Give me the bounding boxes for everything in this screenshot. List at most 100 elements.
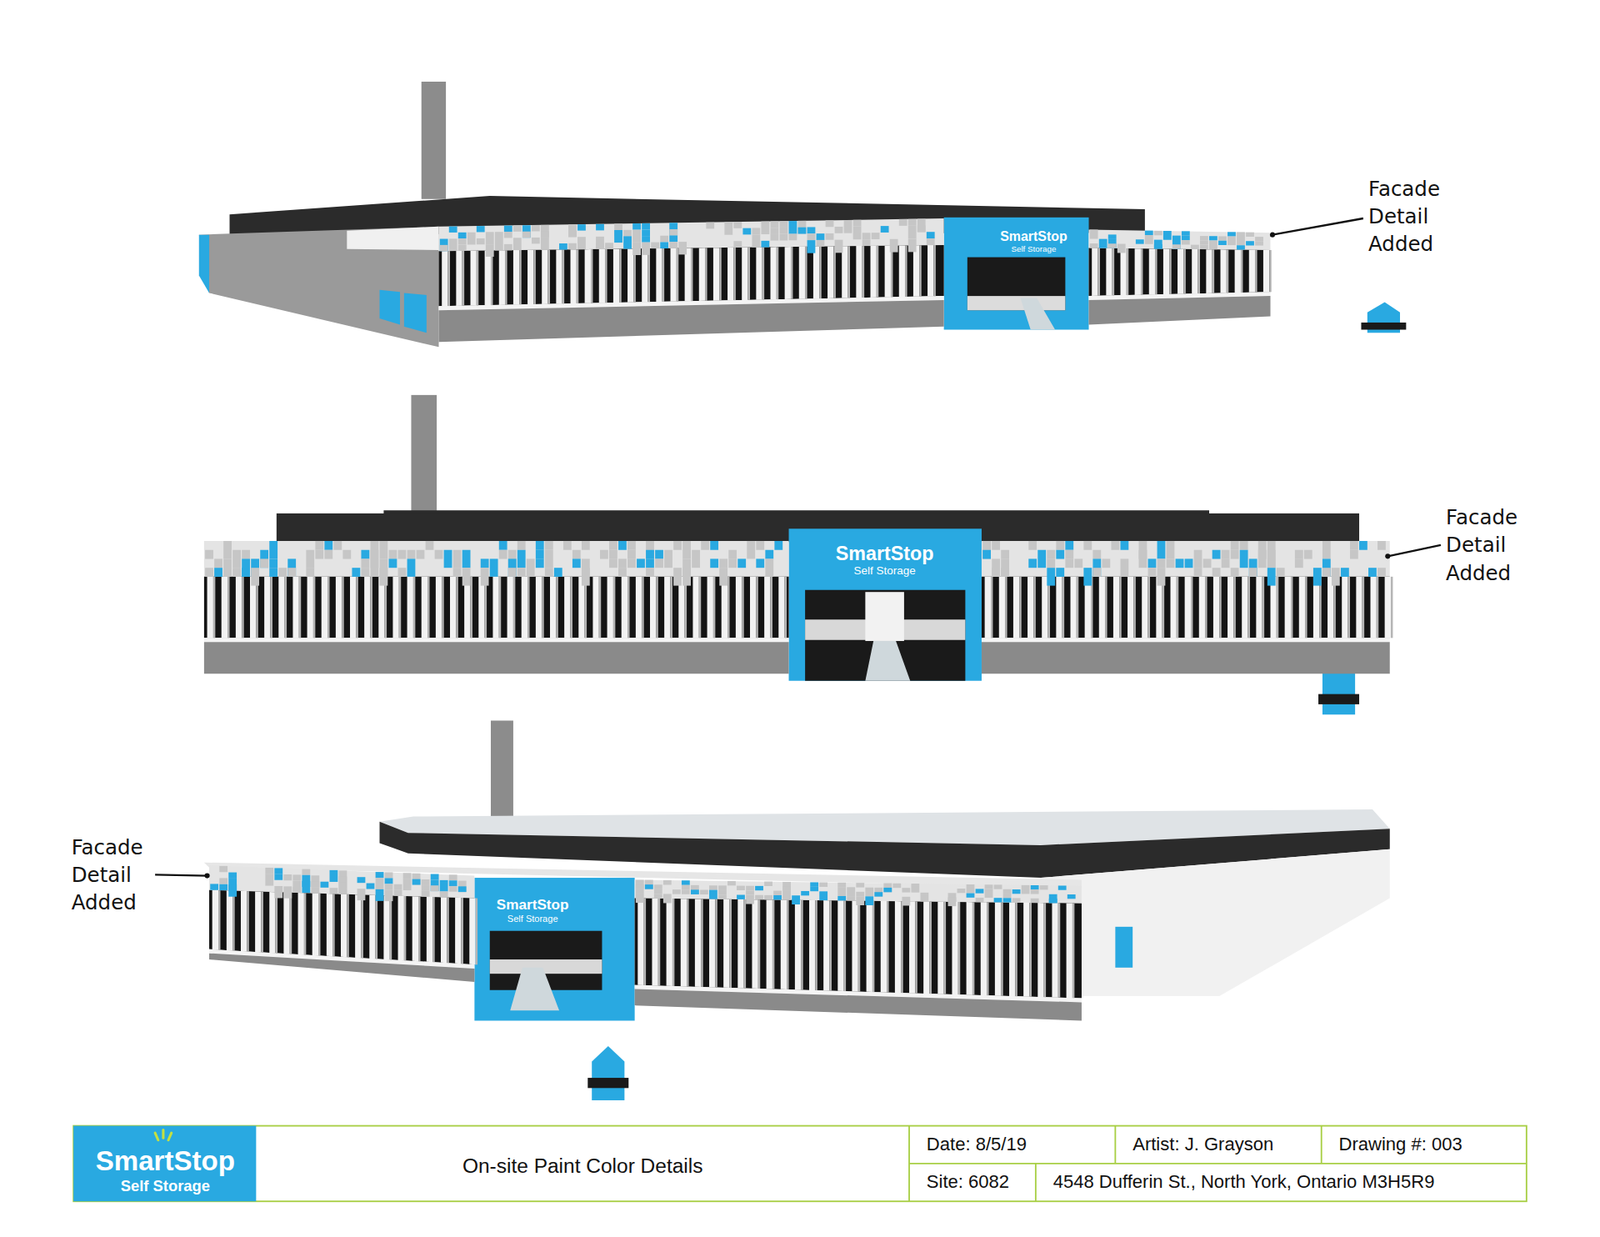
facade-pixel: [1049, 898, 1058, 903]
facade-pixel: [449, 880, 458, 886]
facade-pixel: [219, 865, 228, 872]
window-fin: [1220, 249, 1226, 293]
base-wall: [981, 641, 1390, 674]
facade-pixel: [1101, 558, 1110, 568]
fin-shadow: [1044, 902, 1046, 997]
fin-shadow: [1148, 576, 1150, 638]
facade-pixel: [819, 890, 828, 900]
facade-pixel: [1012, 897, 1021, 902]
sign-subtitle: Self Storage: [507, 913, 559, 925]
facade-pixel: [782, 890, 791, 900]
window-strip: [204, 576, 790, 638]
fin-shadow: [1062, 576, 1065, 638]
window-fin: [1205, 249, 1212, 294]
window-fin: [207, 576, 214, 638]
fin-shadow: [448, 250, 450, 306]
window-fin: [727, 247, 734, 300]
fin-shadow: [1269, 250, 1271, 292]
sign-brand: SmartStop: [496, 895, 570, 914]
window-fin: [312, 893, 319, 956]
fin-shadow: [1019, 576, 1021, 638]
facade-pixel: [736, 885, 745, 890]
facade-pixel: [223, 558, 232, 576]
window-fin: [966, 901, 973, 995]
facade-pixel: [654, 884, 663, 890]
window-fin: [855, 245, 862, 298]
facade-pixel: [874, 887, 883, 897]
window-fin: [1070, 576, 1076, 638]
facade-pixel: [1145, 230, 1154, 235]
facade-pixel: [301, 869, 310, 875]
fin-shadow: [676, 248, 679, 302]
facade-pixel: [609, 558, 618, 568]
stairs: [510, 967, 560, 1010]
facade-pixel: [994, 884, 1003, 889]
cell-rule: [1320, 1125, 1323, 1164]
facade-pixel: [899, 219, 908, 226]
facade-pixel: [770, 234, 779, 241]
window-fin: [555, 249, 562, 304]
facade-pixel: [241, 567, 250, 577]
facade-pixel: [627, 540, 636, 550]
facade-pixel: [219, 884, 228, 890]
window-fin: [666, 898, 673, 986]
logo-sparkle-ray: [155, 1132, 159, 1140]
facade-pixel: [1108, 243, 1117, 249]
facade-pixel: [522, 225, 531, 238]
sill-strip: [204, 637, 790, 642]
facade-pixel: [1359, 540, 1368, 550]
facade-pixel: [632, 223, 641, 230]
fin-shadow: [886, 900, 889, 993]
fin-shadow: [260, 891, 263, 953]
fin-shadow: [1076, 576, 1079, 638]
chimney: [421, 81, 446, 200]
facade-pixel: [462, 550, 471, 568]
window-fin: [680, 898, 687, 986]
facade-pixel: [360, 567, 370, 577]
facade-pixel: [901, 896, 910, 906]
logo-box: [73, 1125, 256, 1202]
facade-pixel: [430, 885, 440, 891]
window-fin: [837, 900, 844, 991]
facade-pixel: [462, 567, 471, 585]
facade-pixel: [609, 550, 618, 560]
facade-pixel: [1368, 567, 1377, 577]
facade-pixel: [669, 222, 678, 235]
window-fin: [999, 576, 1005, 638]
facade-pixel: [901, 887, 910, 892]
window-fin: [412, 895, 419, 961]
facade-pixel: [554, 567, 563, 577]
facade-pixel: [595, 242, 605, 250]
facade-pixel: [991, 558, 1000, 576]
facade-pixel: [1090, 243, 1099, 249]
window-fin: [407, 576, 414, 638]
window-fin: [692, 576, 699, 638]
facade-pixel: [890, 239, 899, 253]
facade-pixel: [1058, 885, 1067, 890]
facade-pixel: [614, 230, 623, 243]
facade-pixel: [572, 550, 581, 560]
window-fin: [751, 899, 758, 989]
window-fin: [899, 245, 905, 297]
facade-pixel: [1065, 558, 1074, 568]
facade-pixel: [874, 891, 883, 896]
window-fin: [709, 899, 715, 988]
fin-shadow: [844, 900, 846, 991]
facade-pixel: [645, 540, 655, 559]
window-fin: [780, 900, 787, 990]
fin-shadow: [562, 249, 565, 304]
facade-pixel: [269, 558, 278, 568]
monument-sign-band: [587, 1077, 629, 1088]
facade-pixel: [991, 567, 1000, 577]
fin-shadow: [1390, 576, 1393, 638]
fin-shadow: [1133, 576, 1135, 638]
window-fin: [913, 245, 920, 297]
title-block-cell: Date: 8/5/19: [926, 1133, 1027, 1155]
window-fin: [1327, 576, 1334, 638]
window-fin: [485, 250, 491, 305]
fin-shadow: [1262, 576, 1265, 638]
facade-pixel: [892, 883, 901, 888]
facade-pixel: [618, 540, 627, 550]
facade-pixel: [274, 867, 283, 874]
facade-pixel: [545, 540, 554, 550]
